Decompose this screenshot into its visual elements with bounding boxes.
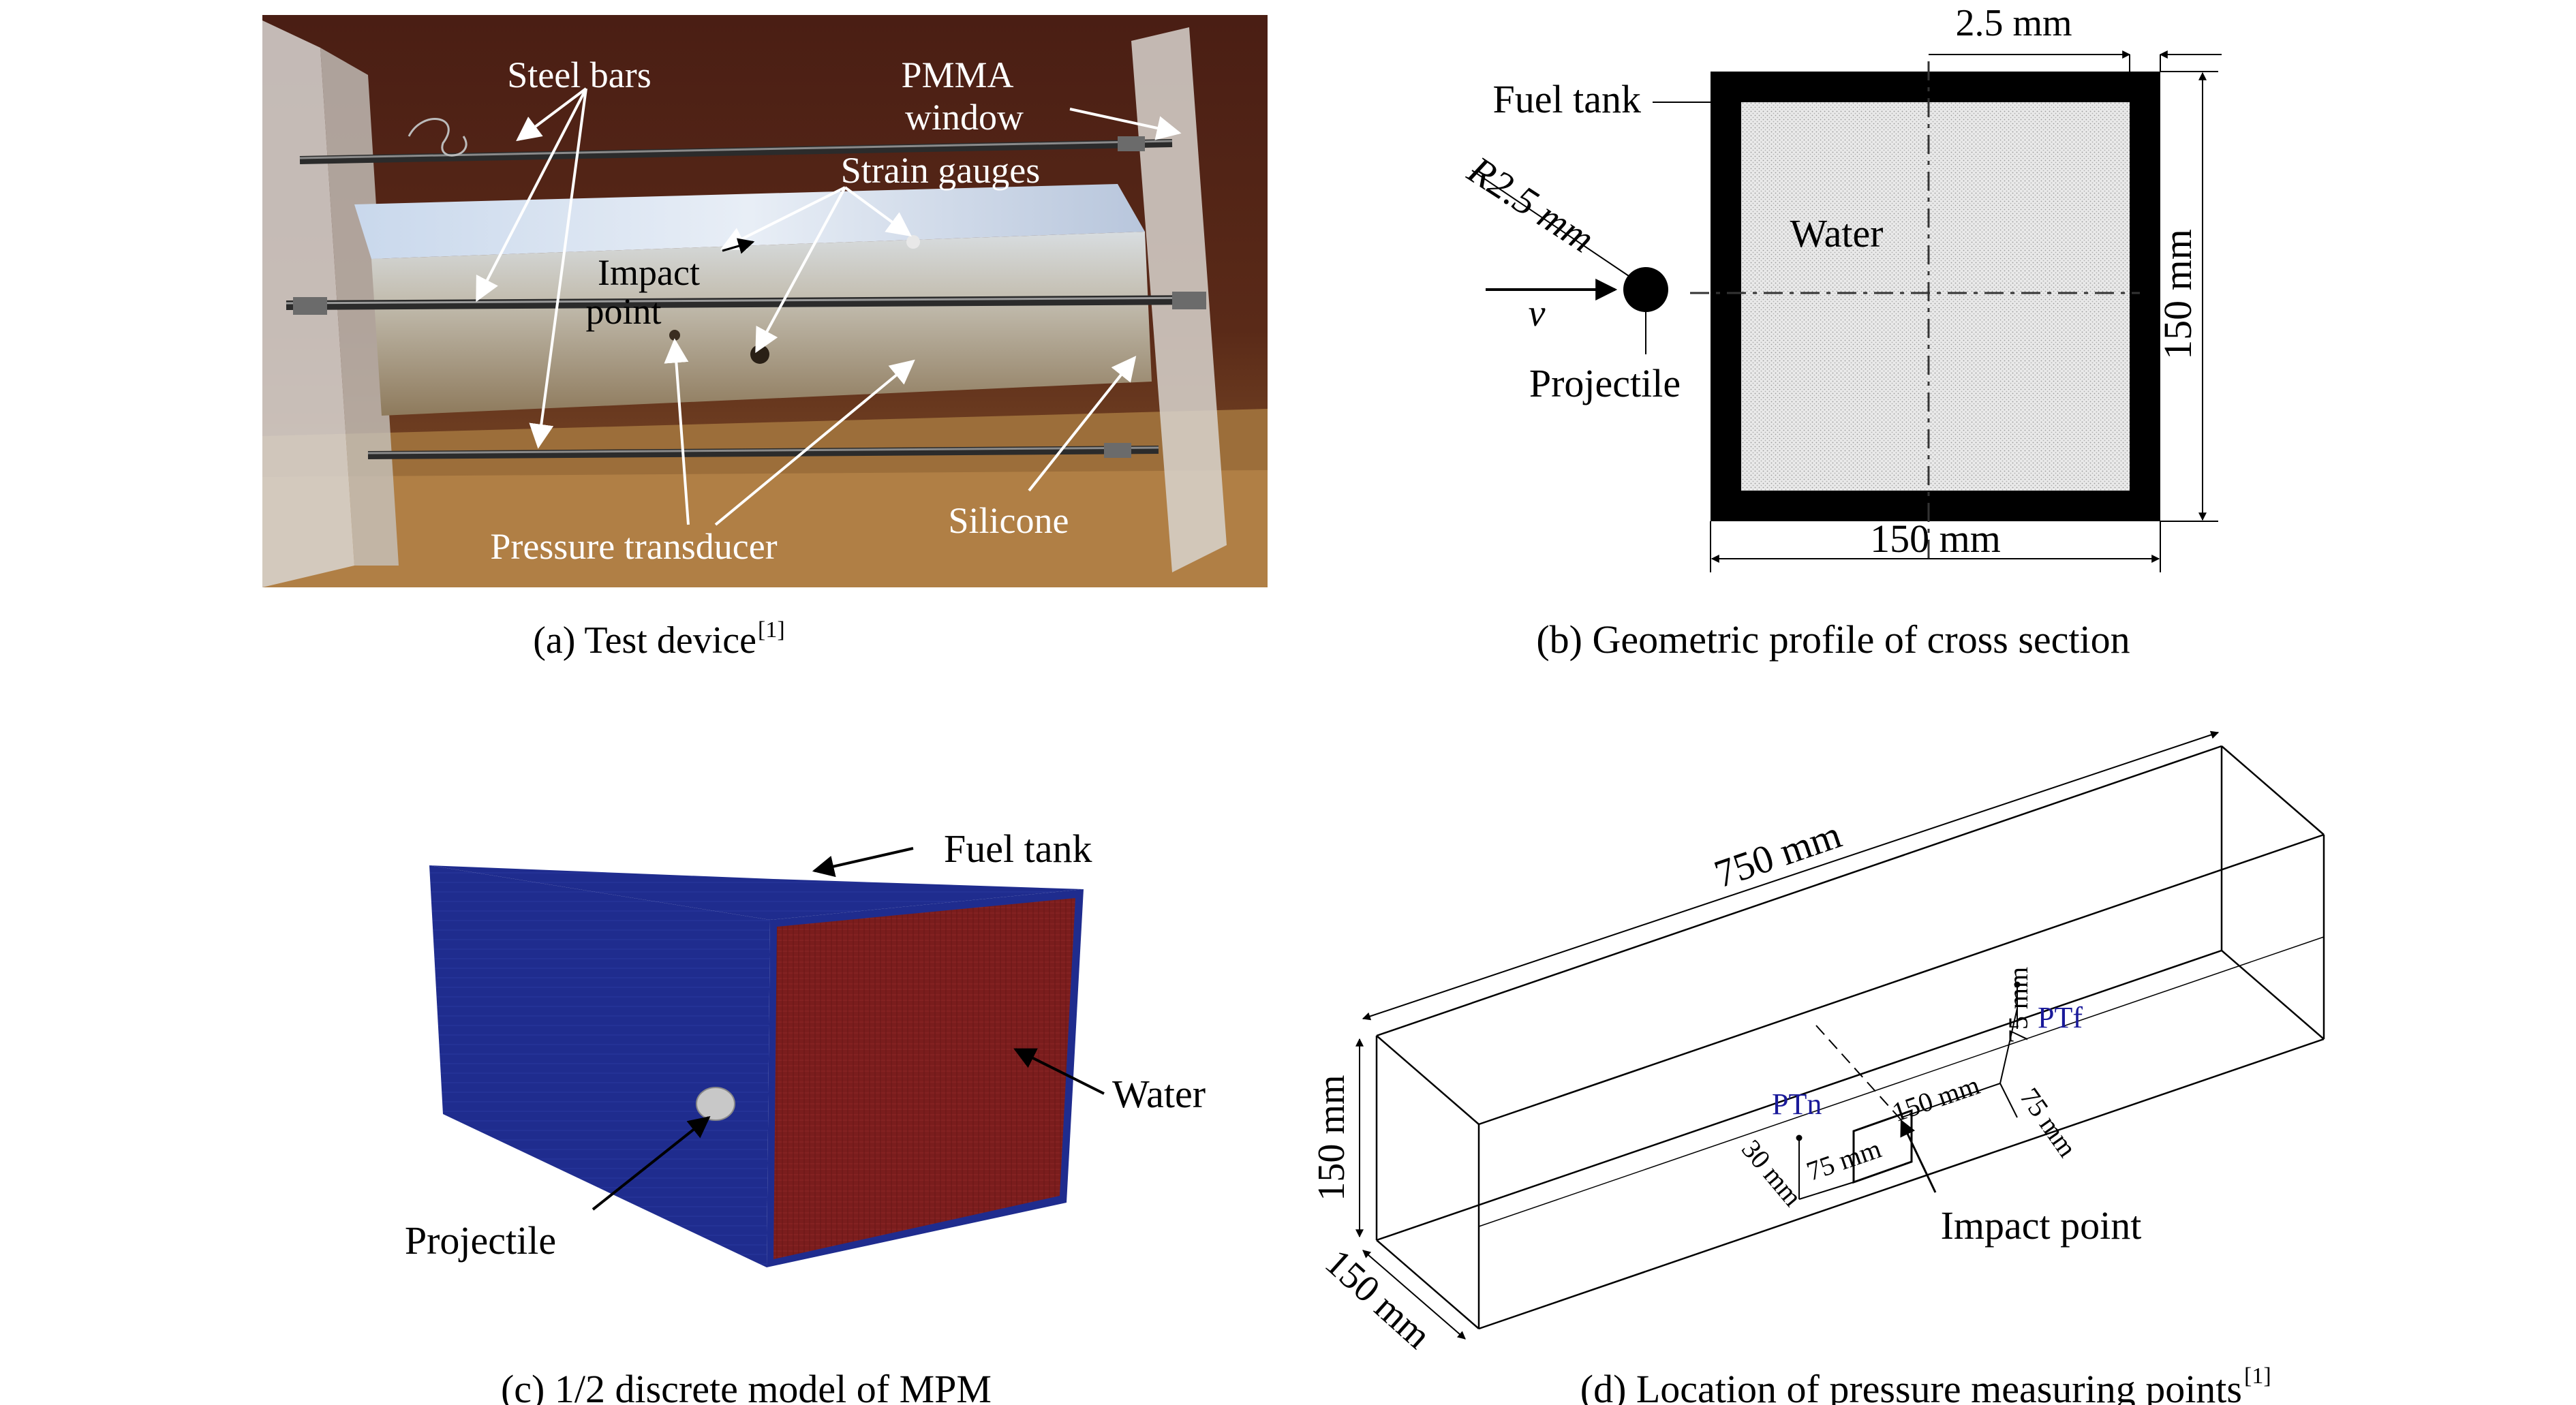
caption-d: (d) Location of pressure measuring point… [1580,1367,2242,1405]
dim-ptf-75: 75 mm [2003,967,2034,1043]
dim-radius: R2.5 mm [1460,147,1602,261]
tank-top-face [429,865,1084,920]
dim-75-bottom: 75 mm [1803,1133,1885,1187]
label-silicone: Silicone [949,500,1069,541]
label-point: point [585,291,661,332]
label-ptn: PTn [1772,1087,1822,1121]
label-c-fuel-tank: Fuel tank [944,827,1092,871]
label-water: Water [1790,211,1883,256]
dim-length: 750 mm [1708,812,1846,897]
projectile-circle [1623,267,1668,312]
dim-d-height: 150 mm [1310,1075,1353,1201]
photo-arrows [476,87,1182,526]
panel-c: Fuel tank Water Projectile (c) 1/2 discr… [405,827,1206,1405]
dim-wall-thickness: 2.5 mm [1955,2,2072,44]
label-velocity: v [1529,292,1546,335]
label-projectile: Projectile [1529,361,1681,405]
tank-side-face [429,865,770,1267]
dim-75-right: 75 mm [2014,1082,2083,1162]
caption-b: (b) Geometric profile of cross section [1536,617,2130,662]
label-impact-point: Impact point [1941,1203,2142,1248]
label-strain-gauges: Strain gauges [841,150,1040,191]
projectile-sphere [696,1087,735,1121]
impact-dashed-line [1815,1025,1909,1128]
caption-d-ref: [1] [2244,1363,2271,1389]
impact-point-arrow [722,238,755,254]
label-fuel-tank: Fuel tank [1493,77,1641,121]
impact-point-leader [1900,1119,1937,1193]
label-pmma: PMMA [901,55,1013,95]
dim-width: 150 mm [1870,516,2001,561]
label-pressure-transducer: Pressure transducer [490,526,777,567]
label-steel-bars: Steel bars [507,55,651,95]
panel-a: Steel bars PMMA window Strain gauges Imp… [262,15,1268,662]
test-device-photo [262,15,1268,587]
panel-d-labels: 750 mm 150 mm 150 mm PTf PTn 75 mm 150 m… [1310,812,2271,1405]
dim-height: 150 mm [2156,229,2200,360]
label-impact: Impact [598,252,700,293]
water-region [1741,102,2130,491]
dim-30: 30 mm [1736,1134,1809,1212]
box-wireframe [1375,745,2325,1330]
dim-150: 150 mm [1888,1069,1984,1128]
dim-d-depth: 150 mm [1317,1241,1439,1357]
label-window: window [905,97,1024,138]
caption-a: (a) Test device [533,619,756,662]
caption-a-ref: [1] [758,617,785,643]
panel-d [1355,730,2325,1340]
water-face [773,898,1075,1259]
label-ptf: PTf [2038,1001,2083,1034]
label-c-water: Water [1112,1072,1206,1116]
caption-c: (c) 1/2 discrete model of MPM [501,1367,992,1405]
panel-b: 2.5 mm Fuel tank R2.5 mm v Projectile Wa… [1460,2,2222,662]
label-c-projectile: Projectile [405,1218,556,1263]
